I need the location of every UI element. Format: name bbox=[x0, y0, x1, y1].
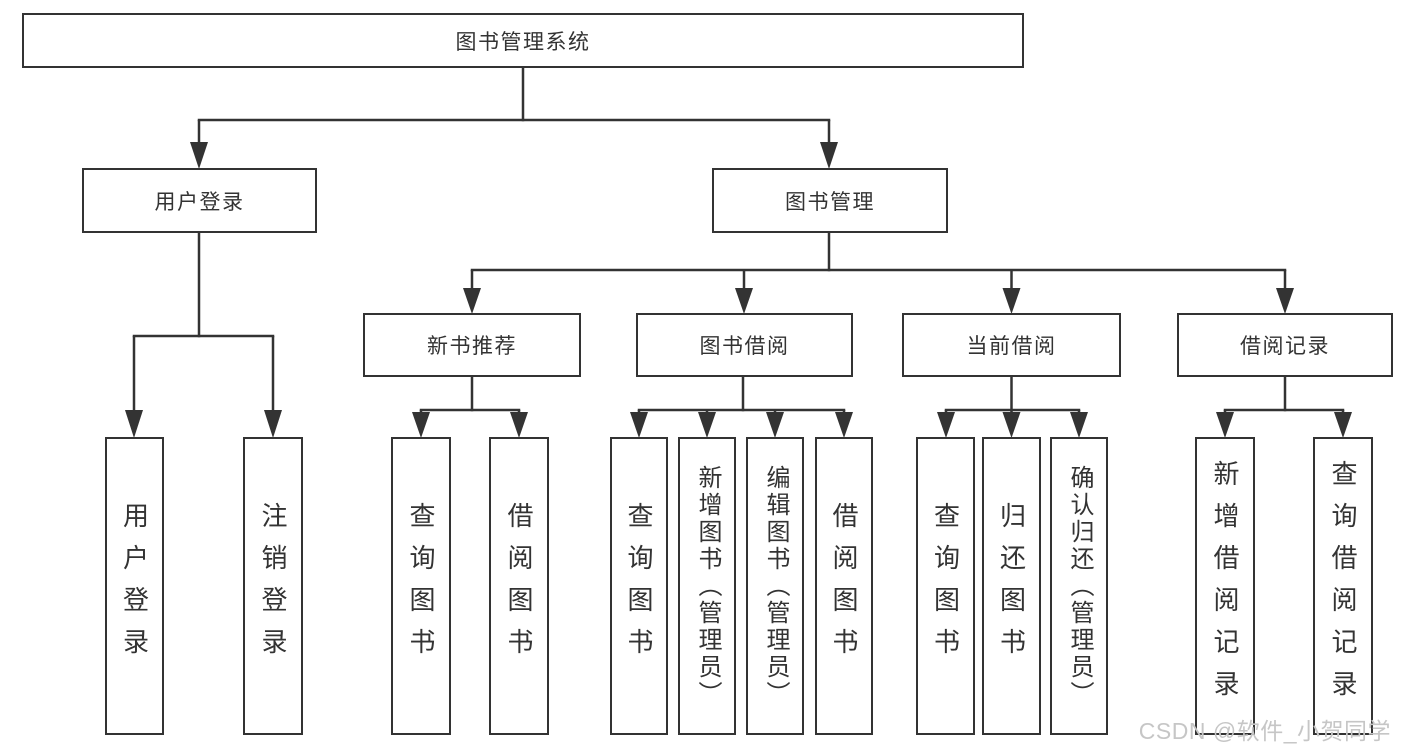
node-borrow-records: 借阅记录 bbox=[1177, 313, 1393, 377]
leaf-return-book: 归还图书 bbox=[982, 437, 1041, 735]
leaf-borrow-books-2-label: 借阅图书 bbox=[829, 502, 859, 670]
connector-book-borrow-children bbox=[630, 375, 853, 438]
node-new-book-recommend: 新书推荐 bbox=[363, 313, 581, 377]
leaf-query-books-recommend-label: 查询图书 bbox=[406, 502, 436, 670]
leaf-confirm-return-admin-label: 确认归还（管理员） bbox=[1066, 464, 1093, 708]
leaf-user-login: 用户登录 bbox=[105, 437, 164, 735]
node-current-borrow-label: 当前借阅 bbox=[966, 335, 1057, 358]
leaf-return-book-label: 归还图书 bbox=[996, 502, 1027, 670]
connector-book-management-children bbox=[463, 231, 1294, 314]
watermark: CSDN @软件_小贺同学 bbox=[1138, 718, 1391, 744]
node-book-borrow: 图书借阅 bbox=[636, 313, 853, 377]
node-book-borrow-label: 图书借阅 bbox=[699, 335, 790, 358]
leaf-add-book-admin-label: 新增图书（管理员） bbox=[694, 464, 721, 708]
leaf-query-books-recommend: 查询图书 bbox=[391, 437, 451, 735]
node-current-borrow: 当前借阅 bbox=[902, 313, 1121, 377]
leaf-query-books-current: 查询图书 bbox=[916, 437, 975, 735]
node-root-label: 图书管理系统 bbox=[455, 30, 591, 54]
leaf-edit-book-admin: 编辑图书（管理员） bbox=[746, 437, 804, 735]
node-new-book-recommend-label: 新书推荐 bbox=[427, 335, 517, 358]
node-root: 图书管理系统 bbox=[22, 13, 1024, 68]
leaf-borrow-books-2: 借阅图书 bbox=[815, 437, 873, 735]
connector-current-borrow-children bbox=[937, 375, 1088, 438]
leaf-logout-login: 注销登录 bbox=[243, 437, 303, 735]
node-book-management-label: 图书管理 bbox=[785, 190, 875, 214]
leaf-edit-book-admin-label: 编辑图书（管理员） bbox=[762, 464, 789, 708]
leaf-user-login-label: 用户登录 bbox=[119, 502, 150, 670]
node-borrow-records-label: 借阅记录 bbox=[1240, 335, 1330, 358]
connector-root-to-level2 bbox=[190, 66, 838, 169]
connector-borrow-records-children bbox=[1216, 375, 1352, 438]
node-book-management: 图书管理 bbox=[712, 168, 948, 233]
leaf-add-book-admin: 新增图书（管理员） bbox=[678, 437, 736, 735]
leaf-query-books-borrow-label: 查询图书 bbox=[624, 502, 654, 670]
leaf-query-books-borrow: 查询图书 bbox=[610, 437, 668, 735]
node-user-login: 用户登录 bbox=[82, 168, 317, 233]
leaf-add-borrow-record-label: 新增借阅记录 bbox=[1210, 460, 1240, 712]
leaf-query-borrow-record-label: 查询借阅记录 bbox=[1328, 460, 1358, 712]
connector-user-login-children bbox=[125, 231, 282, 438]
node-user-login-label: 用户登录 bbox=[154, 190, 245, 214]
leaf-query-books-current-label: 查询图书 bbox=[930, 502, 961, 670]
leaf-query-borrow-record: 查询借阅记录 bbox=[1313, 437, 1373, 735]
leaf-add-borrow-record: 新增借阅记录 bbox=[1195, 437, 1255, 735]
leaf-confirm-return-admin: 确认归还（管理员） bbox=[1050, 437, 1108, 735]
leaf-borrow-books-recommend: 借阅图书 bbox=[489, 437, 549, 735]
leaf-borrow-books-recommend-label: 借阅图书 bbox=[504, 502, 534, 670]
leaf-logout-login-label: 注销登录 bbox=[258, 502, 288, 670]
connector-new-book-recommend-children bbox=[412, 375, 528, 438]
